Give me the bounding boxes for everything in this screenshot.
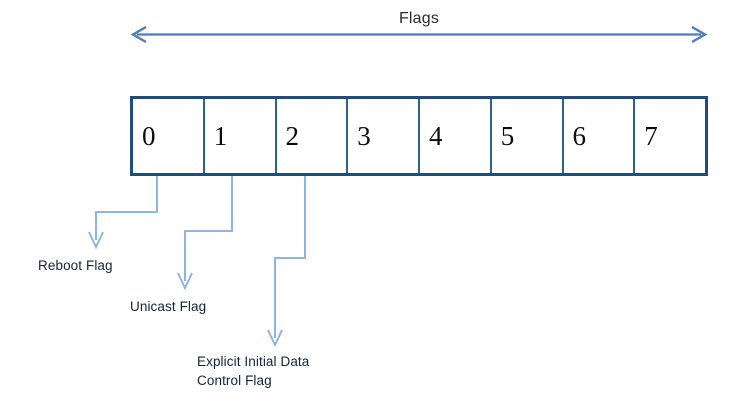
flags-span-title: Flags — [398, 10, 440, 27]
callout-leader-bit-1 — [177, 176, 233, 291]
down-arrow-icon — [177, 272, 193, 291]
bit-cell-6[interactable]: 6 — [563, 99, 636, 173]
callout-label-unicast-flag: Unicast Flag — [130, 299, 207, 314]
down-arrow-icon — [88, 231, 104, 250]
bit-cell-4-label: 4 — [429, 121, 443, 151]
bit-cell-2-label: 2 — [285, 121, 300, 151]
double-headed-horizontal-arrow-icon — [130, 25, 708, 44]
bit-cell-5[interactable]: 5 — [491, 99, 564, 173]
down-arrow-icon — [267, 329, 283, 348]
bit-cell-1-label: 1 — [213, 121, 228, 151]
bit-cell-6-label: 6 — [572, 121, 587, 151]
bit-cell-0-label: 0 — [142, 121, 156, 151]
callout-label-explicit-initial-data-control-flag: Explicit Initial Data Control Flag — [197, 354, 310, 388]
bit-cell-1[interactable]: 1 — [204, 99, 277, 173]
bit-cell-3[interactable]: 3 — [348, 99, 420, 173]
bit-cell-3-label: 3 — [357, 121, 371, 151]
bit-cell-4[interactable]: 4 — [420, 99, 492, 173]
bit-field-row: 0 1 2 3 4 5 6 7 — [130, 96, 708, 176]
bit-cell-0[interactable]: 0 — [133, 99, 205, 173]
callout-leader-bit-0 — [88, 176, 158, 250]
bit-cell-7[interactable]: 7 — [635, 99, 705, 173]
bit-cell-5-label: 5 — [500, 121, 515, 151]
bit-cell-7-label: 7 — [644, 121, 658, 151]
bit-cell-2[interactable]: 2 — [276, 99, 349, 173]
callout-label-reboot-flag: Reboot Flag — [38, 258, 113, 273]
callout-leader-bit-2 — [267, 176, 306, 348]
